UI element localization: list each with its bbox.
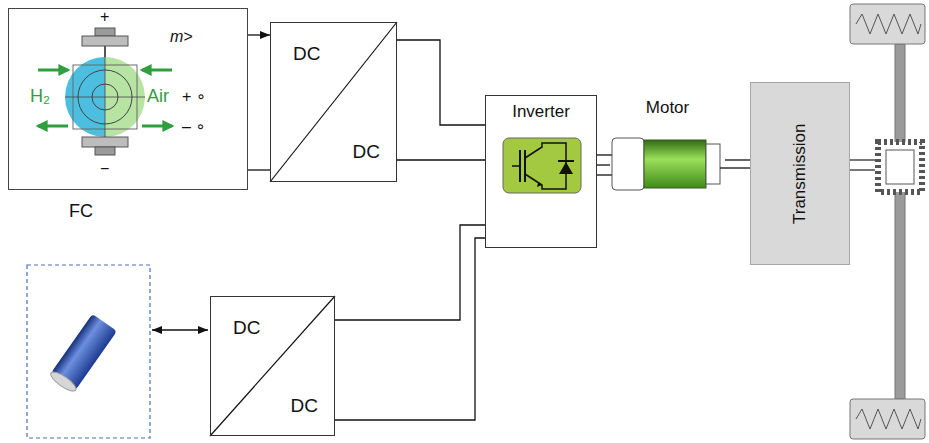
transmission-box: Transmission — [750, 82, 850, 265]
inverter-box: Inverter — [485, 95, 597, 248]
igbt-symbol — [537, 183, 542, 187]
fuel-cell-icon — [142, 69, 172, 72]
converter-label: DC — [233, 317, 260, 339]
motor-icon — [612, 138, 644, 190]
power-wire — [397, 40, 485, 125]
connector-wire — [397, 159, 485, 160]
power-wire — [597, 154, 612, 155]
supercapacitor-icon — [48, 369, 78, 394]
terminal-sign: + ∘ — [182, 88, 206, 106]
converter-label: DC — [293, 43, 320, 65]
supercapacitor-icon — [152, 329, 208, 330]
component-label: FC — [69, 201, 93, 222]
axle-and-wheels — [856, 14, 921, 34]
gas-label: Air — [147, 86, 169, 107]
motor-block: Motor — [610, 92, 725, 195]
supercapacitor-icon — [27, 265, 208, 438]
gas-label: H₂ — [30, 86, 50, 107]
igbt-symbol — [524, 150, 526, 182]
igbt-symbol — [559, 162, 573, 174]
power-wire — [335, 238, 485, 420]
fuel-cell-icon — [38, 28, 172, 155]
axle-and-wheels — [850, 399, 925, 439]
axle-and-wheels — [856, 409, 921, 429]
converter-label: DC — [353, 141, 380, 163]
igbt-symbol — [503, 138, 581, 193]
fuel-cell-icon — [82, 36, 128, 46]
connector-wire — [597, 164, 610, 165]
block-label: Transmission — [790, 123, 810, 223]
dc-dc-converter: DC DC — [270, 22, 397, 182]
connector-wire — [335, 225, 485, 320]
fuel-cell-icon — [95, 147, 115, 155]
converter-diagonal — [270, 22, 397, 182]
fuel-cell-icon — [38, 69, 68, 72]
terminal-sign: – ∘ — [182, 118, 205, 136]
connector-wire — [248, 34, 270, 35]
fuel-cell-icon — [82, 137, 128, 147]
axle-and-wheels — [895, 44, 905, 399]
motor-icon — [720, 167, 750, 168]
axle-and-wheels — [850, 4, 925, 439]
axle-and-wheels — [886, 150, 914, 184]
axle-and-wheels — [878, 142, 922, 192]
flow-symbol: m> — [170, 28, 193, 46]
fuel-cell-icon — [38, 125, 68, 128]
igbt-symbol — [519, 150, 521, 182]
supercapacitor-icon — [27, 265, 150, 438]
axle-and-wheels — [850, 169, 875, 171]
power-wire — [248, 169, 270, 170]
block-label: Motor — [646, 98, 689, 118]
dc-dc-converter: DC DC — [210, 296, 335, 436]
igbt-symbol — [558, 160, 574, 162]
axle-and-wheels — [850, 4, 925, 44]
fuel-cell-icon — [95, 28, 115, 36]
converter-diagonal — [210, 296, 335, 436]
terminal-sign: + — [100, 8, 109, 26]
power-wire — [597, 174, 612, 175]
igbt-symbol — [512, 165, 520, 167]
power-wire — [248, 40, 612, 420]
motor-icon — [706, 144, 720, 184]
axle-and-wheels — [850, 159, 875, 161]
fuel-cell-icon — [142, 125, 172, 128]
supercapacitor-icon — [48, 314, 117, 394]
fuel-cell-icon — [65, 57, 145, 137]
converter-diagonal — [210, 22, 397, 436]
connector-wire — [725, 159, 750, 160]
igbt-symbol — [503, 138, 581, 193]
motor-icon — [612, 138, 750, 190]
motor-icon — [644, 140, 706, 188]
fuel-cell-icon — [104, 46, 106, 57]
converter-label: DC — [291, 395, 318, 417]
igbt-symbol — [525, 143, 566, 189]
terminal-sign: − — [100, 160, 109, 178]
block-label: Inverter — [512, 102, 570, 122]
